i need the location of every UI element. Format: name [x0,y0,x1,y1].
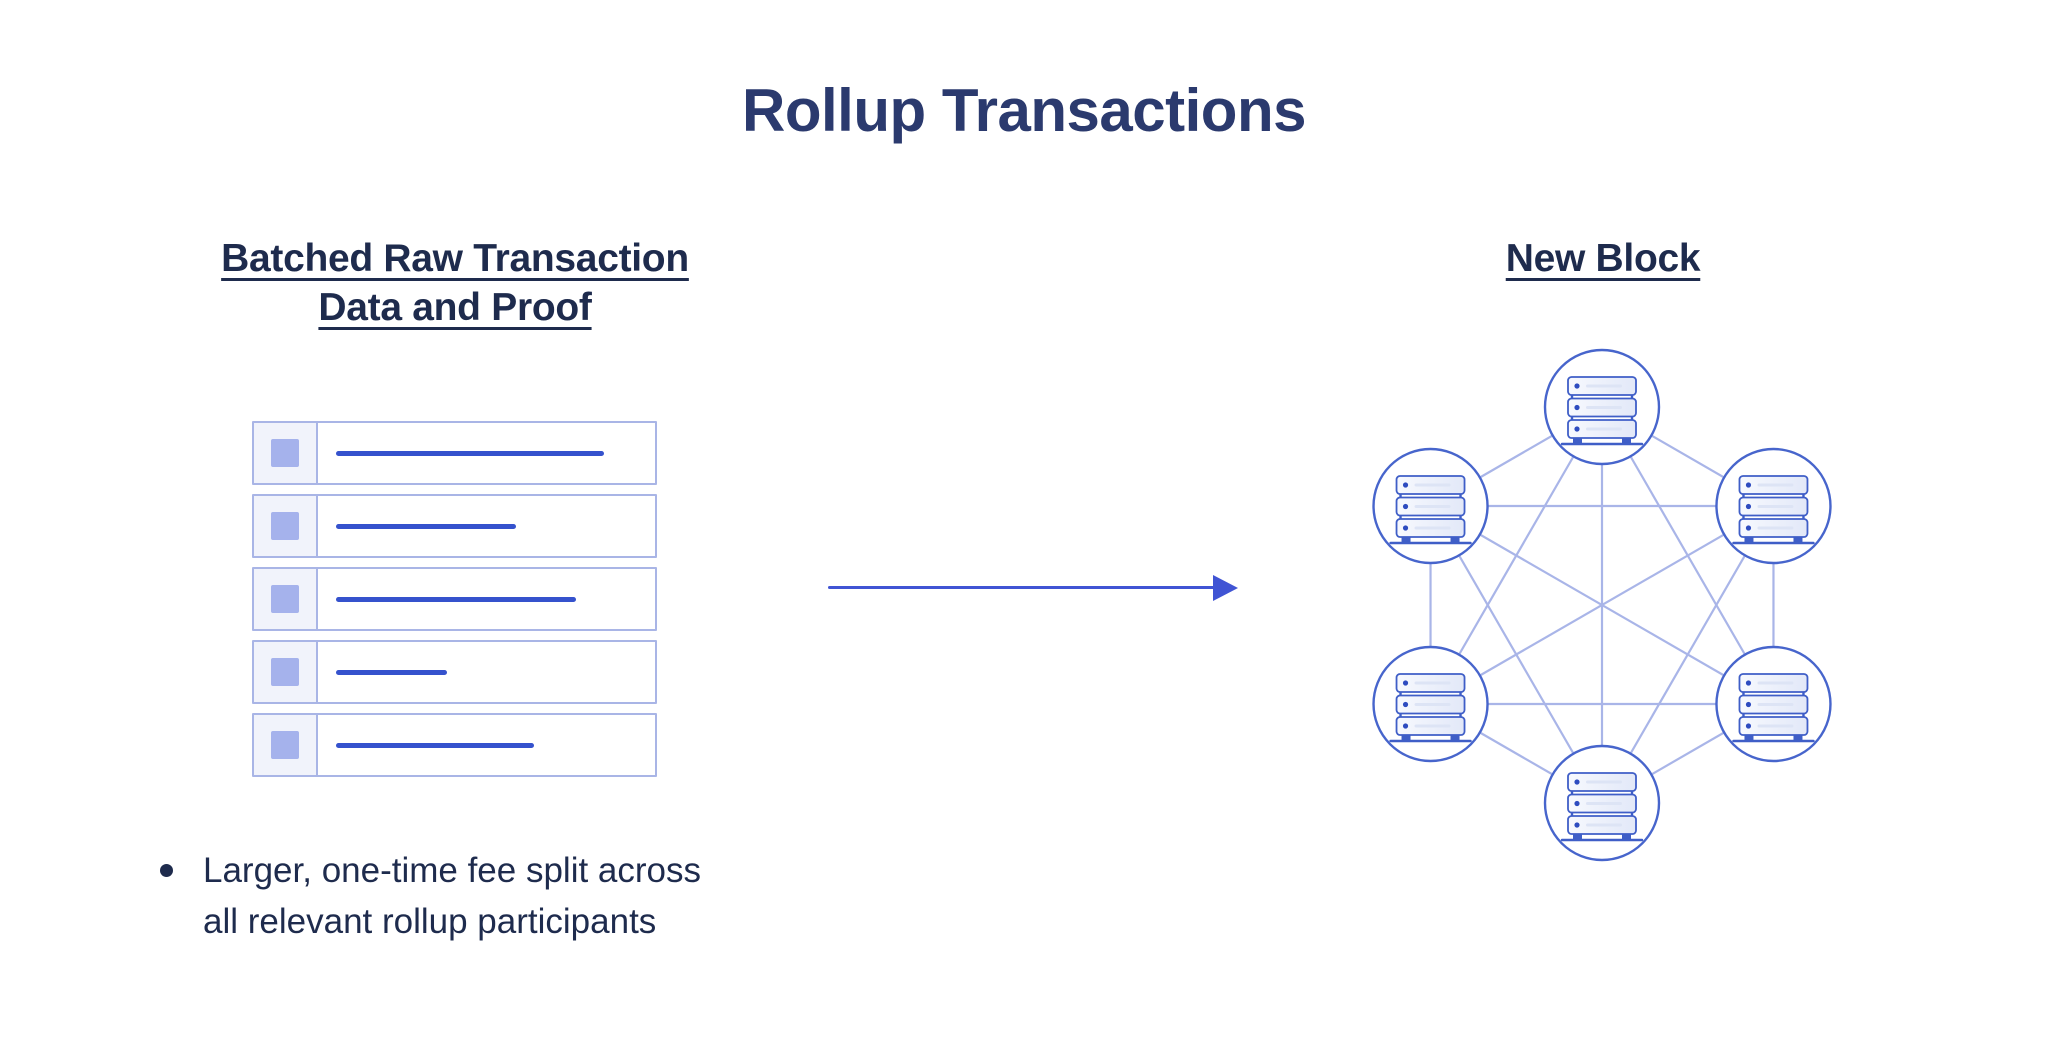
transaction-square-icon [271,731,299,759]
transaction-row [252,713,657,777]
transaction-data-cell [318,569,655,629]
network-edges [1429,406,1775,804]
transaction-batch-list [252,421,657,777]
new-block-heading: New Block [1403,234,1803,283]
arrow-shaft [828,586,1220,589]
transaction-data-line [336,596,576,602]
transaction-square-icon [271,439,299,467]
heading-line: Batched Raw Transaction [221,237,689,280]
arrow-head-icon [1213,575,1238,601]
network-nodes [1372,348,1832,862]
transaction-row [252,421,657,485]
transaction-data-line [336,669,447,675]
transaction-row [252,640,657,704]
transaction-square-icon [271,585,299,613]
heading-line: Data and Proof [318,286,592,329]
transaction-data-line [336,742,534,748]
bullet-text-line: Larger, one-time fee split across [203,851,702,890]
transaction-data-cell [318,642,655,702]
flow-arrow [828,575,1238,601]
transaction-data-cell [318,496,655,556]
bullet-text-line: all relevant rollup participants [203,902,657,941]
transaction-row [252,567,657,631]
transaction-square-icon [271,512,299,540]
heading-line: New Block [1505,237,1701,280]
batched-data-heading: Batched Raw Transaction Data and Proof [150,234,760,332]
bullet-icon [160,864,173,877]
page-title: Rollup Transactions [742,77,1306,144]
transaction-data-line [336,523,516,529]
transaction-data-cell [318,715,655,775]
transaction-icon-cell [254,642,318,702]
transaction-data-cell [318,423,655,483]
bullet-item: Larger, one-time fee split across all re… [160,845,701,947]
transaction-data-line [336,450,604,456]
transaction-icon-cell [254,569,318,629]
bullet-text: Larger, one-time fee split across all re… [203,845,701,947]
transaction-icon-cell [254,715,318,775]
network-svg [1372,348,1832,862]
transaction-icon-cell [254,423,318,483]
transaction-square-icon [271,658,299,686]
transaction-row [252,494,657,558]
transaction-icon-cell [254,496,318,556]
